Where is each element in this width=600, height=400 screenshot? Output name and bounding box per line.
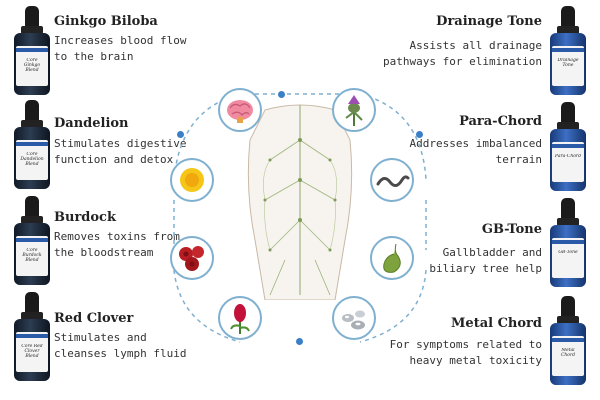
item-description: For symptoms related to heavy metal toxi… xyxy=(390,337,542,369)
bottle-metal-chord: Metal Chord xyxy=(548,296,588,386)
desc-line: Addresses imbalanced xyxy=(409,137,542,150)
bottle-ginkgo: Core Ginkgo Blend xyxy=(12,6,52,96)
item-description: Increases blood flow to the brain xyxy=(54,33,186,65)
item-title: Drainage Tone xyxy=(436,14,542,29)
item-description: Stimulates digestive function and detox xyxy=(54,136,186,168)
desc-line: to the brain xyxy=(54,50,134,63)
brain-icon xyxy=(218,88,262,132)
bottle-gb-tone: GB-Tone xyxy=(548,198,588,288)
item-title: Burdock xyxy=(54,210,116,225)
desc-line: Assists all drainage xyxy=(409,39,542,52)
connector-dot xyxy=(177,131,184,138)
bottle-label: Core Red Clover Blend xyxy=(21,344,43,359)
connector-dot xyxy=(416,131,423,138)
item-description: Assists all drainage pathways for elimin… xyxy=(383,38,542,70)
item-title: GB-Tone xyxy=(481,222,542,237)
desc-line: biliary tree help xyxy=(429,262,542,275)
bottle-label: Core Dandelion Blend xyxy=(20,152,44,167)
bottle-para-chord: Para-Chord xyxy=(548,102,588,192)
desc-line: Increases blood flow xyxy=(54,34,187,47)
torso-lymph-illustration xyxy=(247,104,353,300)
desc-line: Stimulates and xyxy=(54,331,147,344)
bottle-dandelion: Core Dandelion Blend xyxy=(12,100,52,190)
connector-ring xyxy=(173,93,427,343)
bottle-red-clover: Core Red Clover Blend xyxy=(12,292,52,382)
desc-line: pathways for elimination xyxy=(383,55,542,68)
item-title: Dandelion xyxy=(54,116,129,131)
blood-cells-icon xyxy=(170,236,214,280)
item-title: Ginkgo Biloba xyxy=(54,14,158,29)
desc-line: cleanses lymph fluid xyxy=(54,347,187,360)
item-title: Para-Chord xyxy=(459,114,542,129)
bottle-label: Para-Chord xyxy=(555,154,581,159)
bottle-label: GB-Tone xyxy=(558,250,578,255)
thistle-icon xyxy=(332,88,376,132)
bottle-label: Metal Chord xyxy=(560,348,576,358)
bottle-label: Core Burdock Blend xyxy=(22,248,42,263)
desc-line: heavy metal toxicity xyxy=(409,354,542,367)
metal-droplets-icon xyxy=(332,296,376,340)
bottle-burdock: Core Burdock Blend xyxy=(12,196,52,286)
desc-line: Removes toxins from xyxy=(54,230,180,243)
gallbladder-icon xyxy=(370,236,414,280)
desc-line: Stimulates digestive xyxy=(54,137,187,150)
desc-line: function and detox xyxy=(54,153,174,166)
bottle-label: Core Ginkgo Blend xyxy=(23,58,41,73)
item-title: Metal Chord xyxy=(451,316,542,331)
red-clover-icon xyxy=(218,296,262,340)
bottle-drainage-tone: Drainage Tone xyxy=(548,6,588,96)
item-description: Gallbladder and biliary tree help xyxy=(429,245,542,277)
item-description: Stimulates and cleanses lymph fluid xyxy=(54,330,186,362)
worm-icon xyxy=(370,158,414,202)
connector-dot xyxy=(278,91,285,98)
bottle-label: Drainage Tone xyxy=(557,58,579,68)
connector-dot xyxy=(296,338,303,345)
desc-line: terrain xyxy=(495,153,542,166)
item-title: Red Clover xyxy=(54,311,134,326)
item-description: Removes toxins from the bloodstream xyxy=(54,229,180,261)
item-description: Addresses imbalanced terrain xyxy=(410,136,542,168)
dandelion-icon xyxy=(170,158,214,202)
desc-line: For symptoms related to xyxy=(389,338,542,351)
desc-line: Gallbladder and xyxy=(442,246,542,259)
desc-line: the bloodstream xyxy=(54,246,154,259)
